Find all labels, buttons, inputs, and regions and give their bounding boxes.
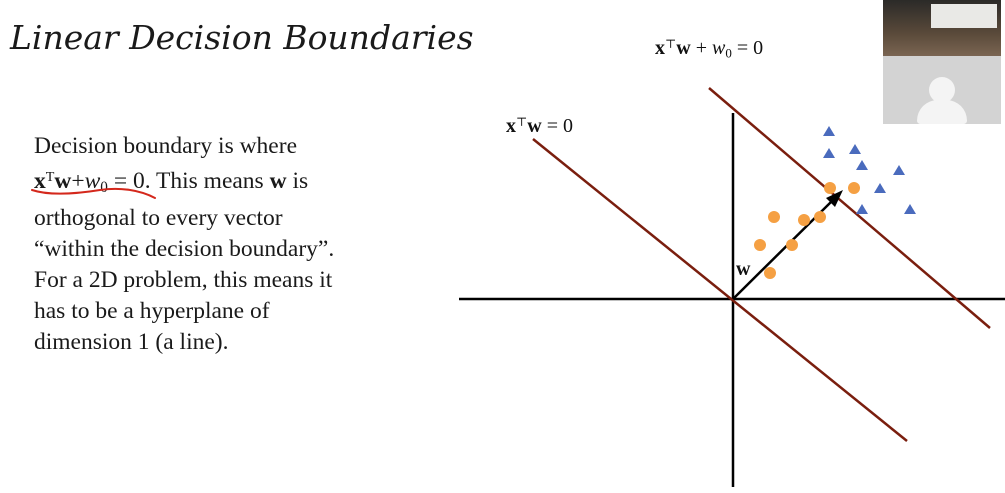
paragraph-line-4: “within the decision boundary”.: [34, 235, 335, 262]
person-silhouette-body: [917, 100, 967, 124]
person-silhouette-icon: [929, 77, 955, 103]
blue-triangle: [893, 165, 905, 175]
slide-paragraph: Decision boundary is where xTw+w0 = 0. T…: [34, 131, 434, 358]
paragraph-line-2: xTw+w0 = 0. This means w is: [34, 168, 309, 196]
webcam-room-feed: [883, 0, 1001, 56]
origin-boundary-label: x⊤w = 0: [506, 115, 574, 137]
paragraph-line-3: orthogonal to every vector: [34, 204, 283, 231]
paragraph-line-6: has to be a hyperplane of: [34, 297, 270, 324]
blue-triangle: [904, 204, 916, 214]
blue-triangle: [856, 160, 868, 170]
blue-triangles: [823, 126, 916, 214]
orange-circles: [754, 182, 860, 279]
paragraph-line-7: dimension 1 (a line).: [34, 328, 229, 355]
boundary-line-through-origin: [532, 138, 908, 442]
handwritten-underline: [31, 187, 156, 199]
orange-circle: [768, 211, 780, 223]
orange-circle: [824, 182, 836, 194]
orange-circle: [786, 239, 798, 251]
webcam-overlay: [883, 0, 1001, 124]
paragraph-line-5: For a 2D problem, this means it: [34, 266, 333, 293]
paragraph-line-1: Decision boundary is where: [34, 133, 297, 159]
orange-circle: [764, 267, 776, 279]
blue-triangle: [874, 183, 886, 193]
weight-vector-arrowhead: [826, 190, 843, 207]
orange-circle: [754, 239, 766, 251]
boundary-line-top: [708, 87, 991, 329]
top-boundary-label: x⊤w + w0 = 0: [655, 37, 764, 61]
weight-vector-label: w: [736, 258, 751, 280]
blue-triangle: [849, 144, 861, 154]
orange-circle: [814, 211, 826, 223]
slide-title: Linear Decision Boundaries: [10, 18, 474, 57]
orange-circle: [848, 182, 860, 194]
blue-triangle: [856, 204, 868, 214]
blue-triangle: [823, 126, 835, 136]
webcam-projector-screen: [931, 4, 997, 28]
blue-triangle: [823, 148, 835, 158]
orange-circle: [798, 214, 810, 226]
